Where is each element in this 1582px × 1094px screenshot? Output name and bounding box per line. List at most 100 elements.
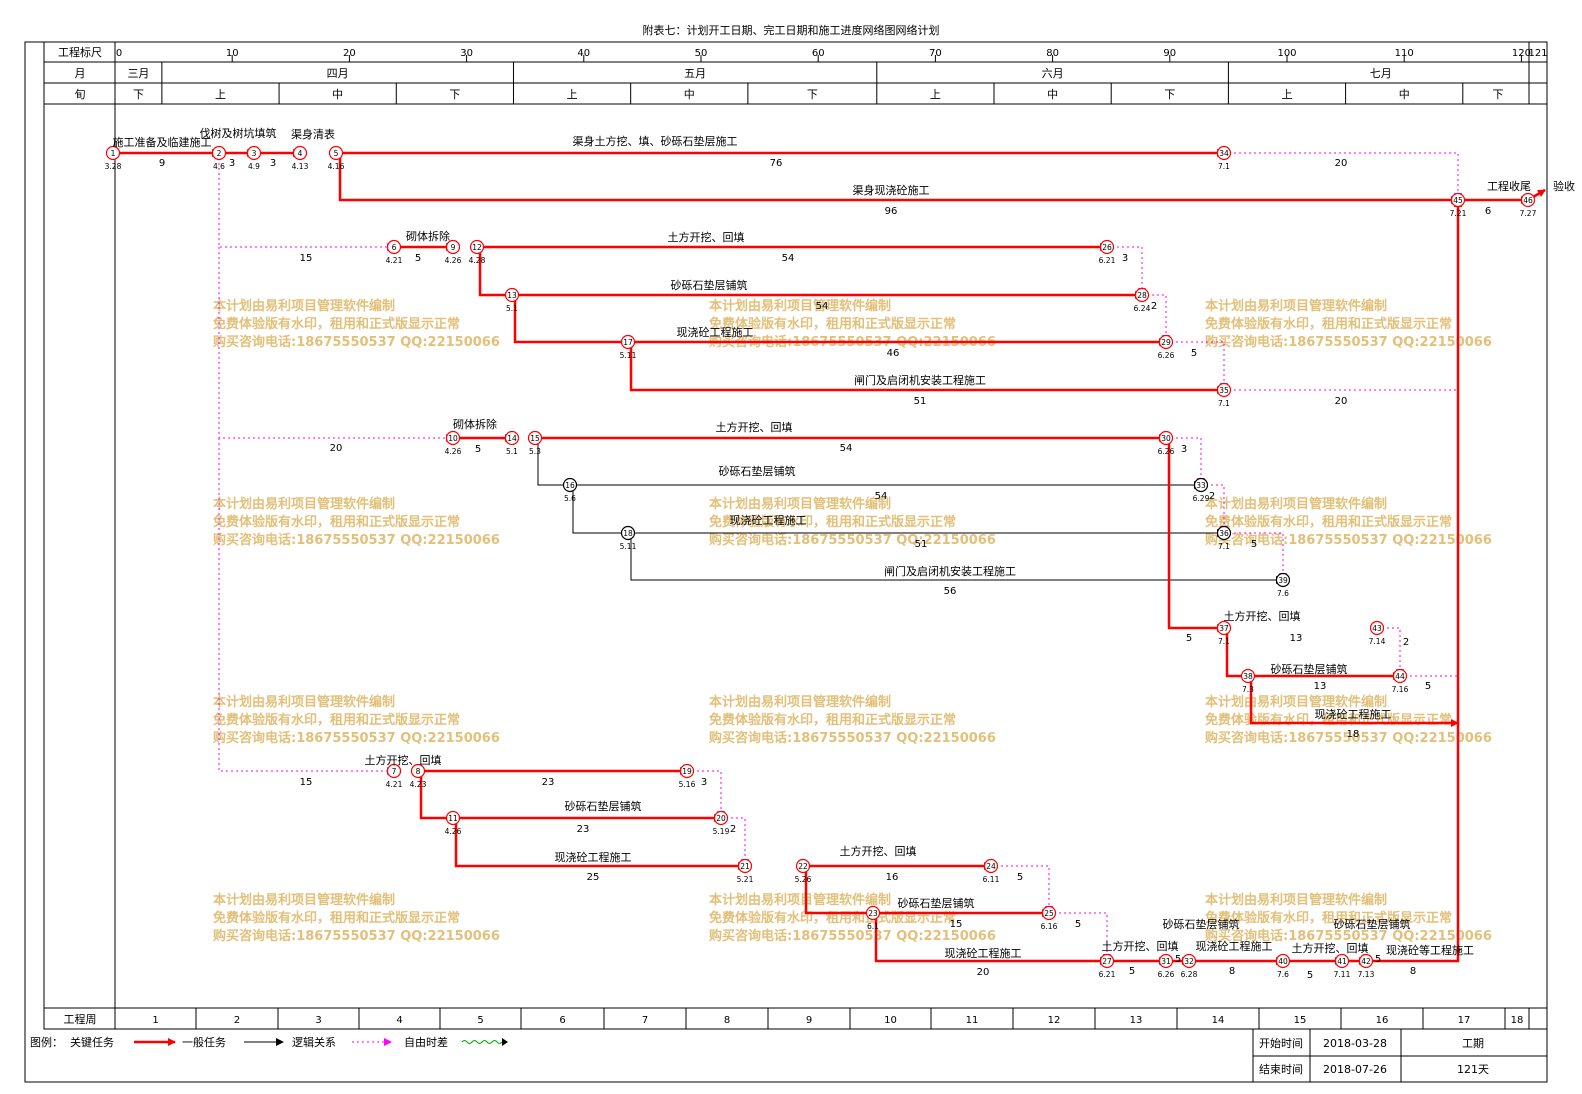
event-node-date: 4.9 [248,162,260,171]
xun-label: 下 [807,88,818,101]
free-float-value: 5 [1191,348,1197,359]
activity-duration: 8 [1229,966,1235,977]
activity-label: 现浇砼工程施工 [555,851,632,864]
event-node-id: 42 [1361,957,1371,966]
info-start-label: 开始时间 [1259,1036,1303,1050]
event-node [1158,430,1174,446]
free-float-value: 2 [730,824,736,835]
event-node-id: 44 [1395,672,1405,681]
scale-tick-label: 10 [226,48,239,59]
activity-duration: 23 [577,824,590,835]
event-node-date: 6.29 [1193,494,1210,503]
activity-label: 施工准备及临建施工 [113,135,212,149]
info-duration-value: 121天 [1457,1063,1489,1076]
activity-label: 现浇砼工程施工 [1196,940,1273,953]
event-node [1216,382,1232,398]
event-node [445,810,461,826]
activity-label: 现浇砼工程施工 [677,326,754,339]
watermark-text: 免费体验版有水印，租用和正式版显示正常 [709,316,956,332]
event-node [1216,620,1232,636]
free-float-link [1107,246,1146,296]
activity-duration: 3 [229,158,235,169]
event-node [983,858,999,874]
event-node-date: 5.11 [620,351,637,360]
activity-label: 土方开挖、回填 [1292,941,1369,955]
activity-label: 砌体拆除 [406,229,450,243]
week-label: 8 [724,1015,730,1026]
event-node-date: 7.1 [1218,162,1230,171]
event-node-date: 7.3 [1242,685,1254,694]
activity-label: 渠身土方挖、填、砂砾石垫层施工 [573,134,738,148]
free-float-value: 15 [300,777,313,788]
watermark-text: 本计划由易利项目管理软件编制 [213,694,395,710]
activity-duration: 5 [1375,954,1381,965]
free-float-link [1049,912,1111,962]
activity-arrow [1366,199,1462,963]
event-node [211,145,227,161]
event-node [386,763,402,779]
event-node-id: 32 [1184,957,1194,966]
activity-label: 现浇砼工程施工 [730,514,807,527]
event-node-date: 5.16 [679,780,696,789]
event-node-id: 18 [623,529,633,538]
activity-duration: 54 [840,443,853,454]
week-label: 2 [234,1015,240,1026]
event-node [562,477,578,493]
event-node [246,145,262,161]
event-node-id: 21 [740,862,750,871]
activity-duration: 5 [1129,966,1135,977]
event-node-id: 5 [334,149,339,158]
scale-tick-label: 70 [929,48,942,59]
watermark-text: 购买咨询电话:18675550537 QQ:22150066 [709,730,996,746]
event-node-id: 16 [565,481,575,490]
event-node-date: 5.1 [506,447,518,456]
watermark-text: 购买咨询电话:18675550537 QQ:22150066 [709,532,996,548]
watermark-text: 购买咨询电话:18675550537 QQ:22150066 [1205,928,1492,944]
event-node-id: 8 [416,767,421,776]
event-node [445,430,461,446]
event-node [1099,953,1115,969]
free-float-value: 3 [701,777,707,788]
event-node-id: 45 [1453,196,1463,205]
event-node [620,525,636,541]
month-label: 五月 [684,67,706,80]
activity-duration: 18 [1347,729,1360,740]
xun-label: 上 [215,88,226,101]
xun-label: 下 [133,88,144,101]
free-float-value: 3 [1181,444,1187,455]
activity-duration: 8 [1410,966,1416,977]
event-node [1216,145,1232,161]
info-end-label: 结束时间 [1259,1063,1303,1076]
event-node-date: 7.6 [1277,970,1289,979]
legend-free-arrow [502,1038,508,1046]
watermark-text: 购买咨询电话:18675550537 QQ:22150066 [1205,334,1492,350]
watermark-text: 购买咨询电话:18675550537 QQ:22150066 [709,928,996,944]
free-float-link [1377,627,1404,677]
free-float-link [1224,532,1287,581]
free-float-link [687,770,725,819]
free-float-value: 15 [300,253,313,264]
scale-tick-label: 110 [1395,48,1414,59]
free-float-link [218,438,395,775]
event-node-id: 1 [111,149,116,158]
activity-arrow [535,437,1202,489]
event-node-date: 3.28 [105,162,122,171]
watermark-text: 本计划由易利项目管理软件编制 [1205,496,1387,512]
event-node [1158,334,1174,350]
week-label: 5 [477,1015,483,1026]
event-node-date: 4.26 [445,827,462,836]
event-node-date: 7.27 [1520,209,1537,218]
activity-label: 砂砾石垫层铺筑 [719,464,796,478]
activity-duration: 96 [885,206,898,217]
outer-frame [24,41,1548,1083]
event-node-id: 26 [1102,243,1112,252]
event-node-id: 12 [472,243,482,252]
event-node-date: 5.19 [713,827,730,836]
event-node-id: 22 [798,862,808,871]
event-node [1334,953,1350,969]
activity-duration: 54 [816,301,829,312]
event-node [795,858,811,874]
event-node [1193,477,1209,493]
event-node [713,810,729,826]
event-node [1181,953,1197,969]
